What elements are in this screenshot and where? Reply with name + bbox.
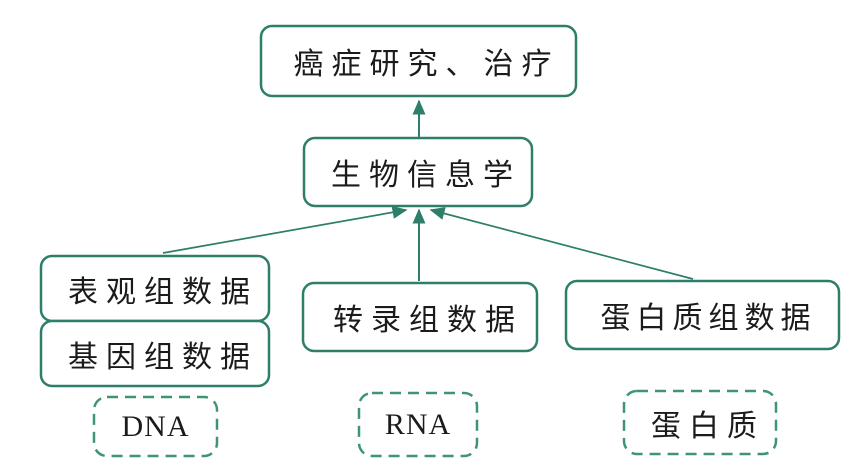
node-transcriptome-box: [301, 281, 539, 353]
node-proteome: 蛋白质组数据: [600, 302, 817, 335]
node-transcriptome: 转录组数据: [333, 304, 523, 337]
edge-proteome-to-bioinformatics: [429, 207, 694, 280]
node-cancer-box: [259, 24, 578, 98]
node-genome: 基因组数据: [68, 340, 258, 374]
node-genome-box: [39, 319, 271, 388]
node-rna: RNA: [384, 407, 452, 441]
node-rna-box: [357, 391, 479, 458]
node-protein-box: [622, 389, 778, 456]
node-bioinformatics: 生物信息学: [331, 159, 521, 192]
node-cancer: 癌症研究、治疗: [293, 48, 560, 81]
node-bioinformatics-box: [302, 136, 534, 208]
node-epigenome: 表观组数据: [68, 275, 258, 309]
node-proteome-box: [564, 279, 841, 351]
node-dna-box: [92, 395, 219, 458]
node-protein: 蛋白质: [651, 409, 765, 443]
node-dna: DNA: [121, 409, 190, 443]
edge-epigenome-to-bioinformatics: [162, 205, 408, 254]
